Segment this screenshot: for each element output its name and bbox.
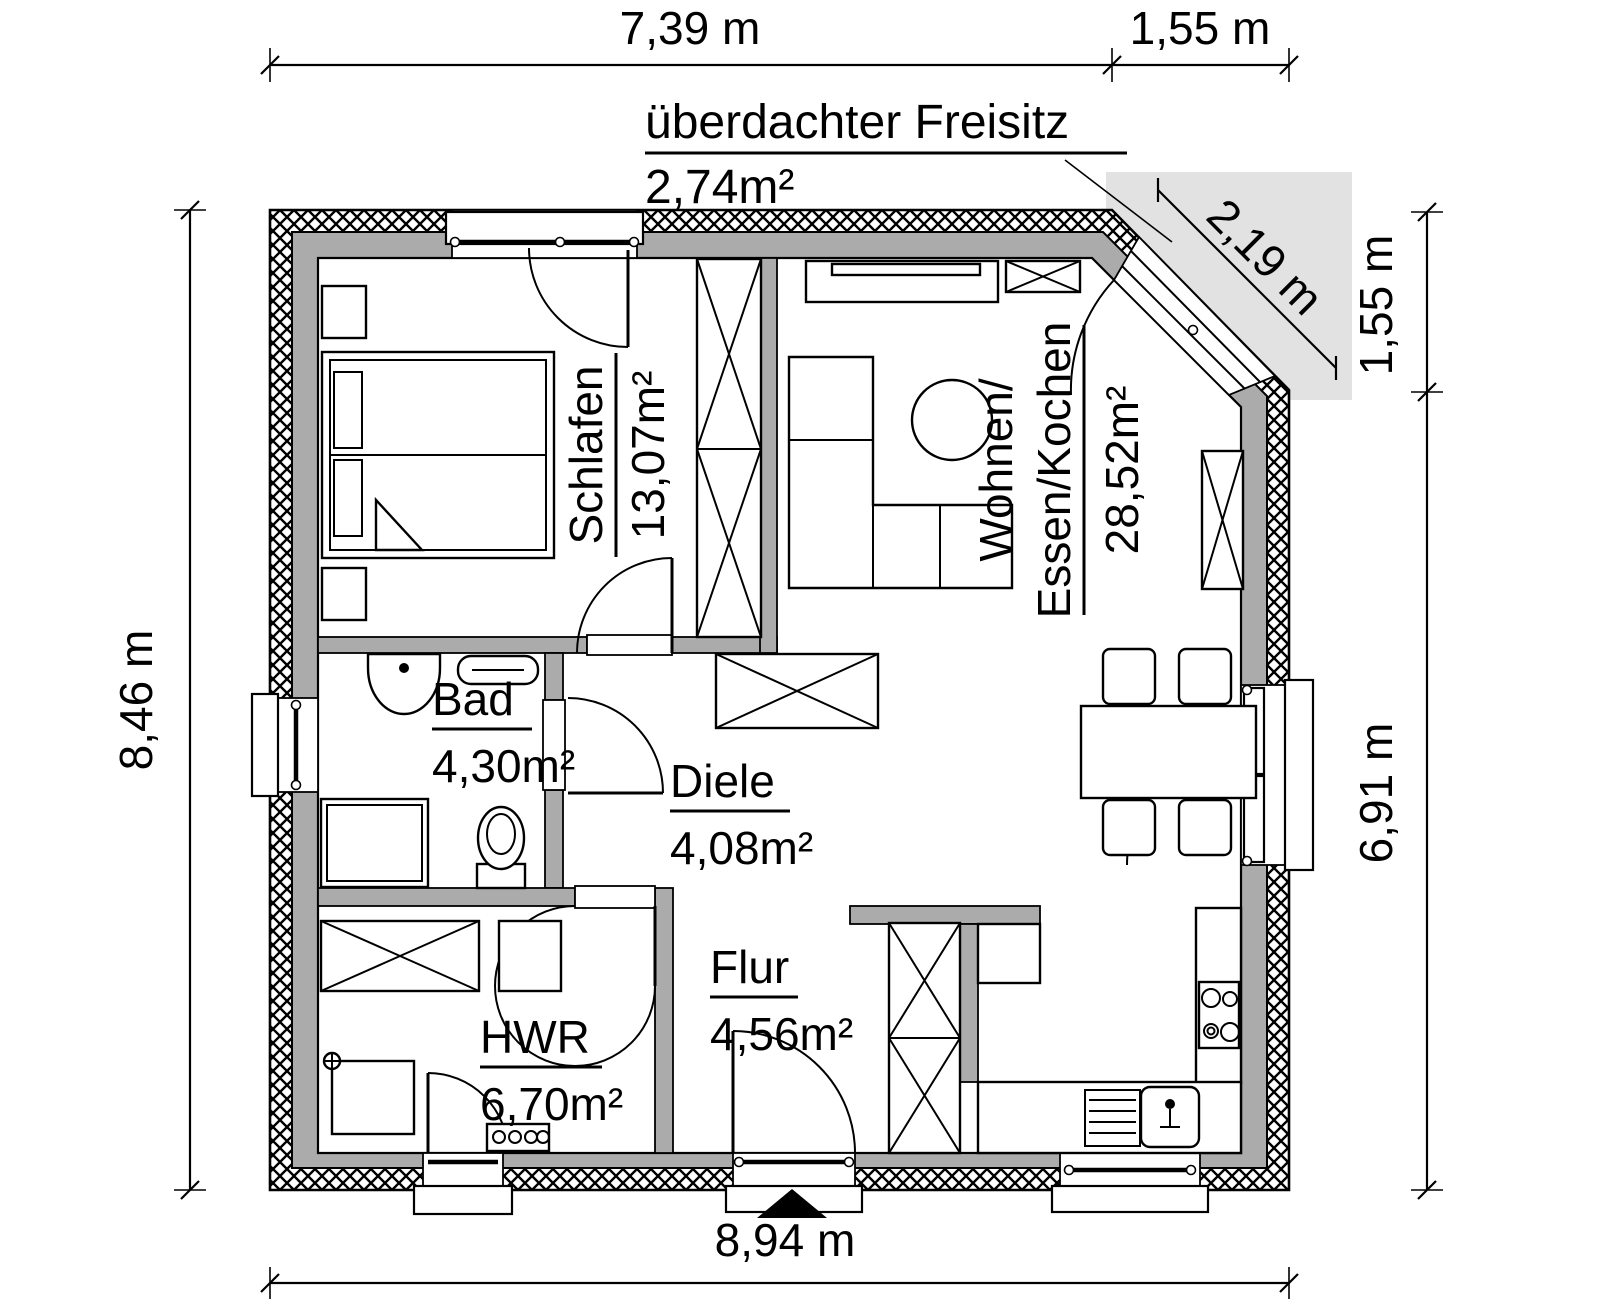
nightstand: [320, 284, 368, 340]
dim-bottom: 8,94 m: [715, 1214, 856, 1266]
room-name: HWR: [480, 1011, 590, 1063]
kitchen-window: [1050, 1152, 1210, 1214]
wall-flur-north: [849, 905, 1041, 925]
wall-kitchen-west: [959, 923, 979, 1083]
room-name: Essen/Kochen: [1028, 322, 1080, 619]
outdoor-area: 2,74m²: [645, 161, 794, 214]
kitchen-cabinet: [976, 922, 1042, 985]
freisitz-door-chamfer: [1069, 235, 1277, 397]
wardrobe: [695, 257, 763, 639]
dim-top-main: 7,39 m: [620, 2, 761, 54]
kitchen-furniture: [887, 906, 1243, 1155]
bath-furniture: [319, 652, 540, 890]
bedroom-furniture: [320, 257, 763, 639]
hwr-exterior-door: [412, 1072, 514, 1216]
outdoor-name: überdachter Freisitz: [645, 96, 1069, 149]
washbasin: [366, 652, 442, 716]
dim-left: 8,46 m: [110, 630, 162, 771]
toilet: [475, 805, 527, 890]
room-label-schlafen: Schlafen 13,07m²: [560, 353, 674, 557]
chair: [1177, 798, 1233, 857]
dim-right-corner: 1,55 m: [1350, 235, 1402, 376]
cabinet: [319, 919, 481, 993]
room-label-flur: Flur 4,56m²: [710, 941, 853, 1060]
room-name: Bad: [432, 673, 514, 725]
room-area: 13,07m²: [622, 371, 674, 540]
freezer: [497, 919, 563, 993]
sofa: [787, 355, 1014, 590]
room-label-diele: Diele 4,08m²: [670, 755, 813, 874]
living-furniture: [714, 259, 1082, 730]
cabinet: [1200, 449, 1245, 591]
coffee-table: [910, 378, 994, 462]
pillow: [333, 459, 363, 537]
room-area: 6,70m²: [480, 1078, 623, 1130]
chair: [1101, 798, 1157, 857]
tall-cabinet: [887, 921, 962, 1155]
heater: [485, 1122, 551, 1153]
wall-wardrobe-east: [759, 257, 778, 654]
room-labels: Schlafen 13,07m² Wohnen/ Essen/Kochen 28…: [432, 96, 1173, 1130]
wall-bath-east-lower: [544, 789, 564, 889]
furniture: [319, 257, 1258, 1155]
room-name: Diele: [670, 755, 775, 807]
room-label-wohnen: Wohnen/ Essen/Kochen 28,52m²: [970, 322, 1148, 619]
dining-table: [1079, 704, 1258, 800]
bath-window: [250, 692, 319, 798]
room-name: Wohnen/: [970, 378, 1022, 562]
room-label-bad: Bad 4,30m²: [432, 673, 575, 792]
room-area: 28,52m²: [1096, 386, 1148, 555]
kitchen-counter-south: [976, 1080, 1243, 1155]
nightstand: [320, 566, 368, 622]
openings: [250, 209, 1315, 1218]
wall-bath-east-upper: [544, 652, 564, 701]
dining-furniture: [1079, 449, 1258, 857]
wall-bath-south: [317, 887, 576, 907]
room-area: 4,56m²: [710, 1008, 853, 1060]
wall-flur-west: [654, 887, 674, 1154]
leader-line: [1064, 159, 1173, 243]
washing-machine: [330, 1059, 416, 1136]
shower: [319, 797, 430, 889]
sink: [1084, 1085, 1201, 1149]
bedroom-door: [576, 557, 674, 656]
room-area: 4,08m²: [670, 822, 813, 874]
cabinet: [1004, 259, 1082, 294]
room-name: Schlafen: [560, 365, 612, 544]
tv: [830, 262, 982, 277]
wall-bedroom-south-left: [317, 636, 588, 654]
room-label-hwr: HWR 6,70m²: [480, 1011, 623, 1130]
entrance-arrow: [757, 1189, 827, 1218]
chair: [1101, 647, 1157, 706]
interior-doors: [494, 557, 674, 1067]
dim-right-main: 6,91 m: [1350, 723, 1402, 864]
hwr-furniture: [319, 919, 563, 1153]
bedroom-window: [444, 209, 645, 348]
room-area: 4,30m²: [432, 740, 575, 792]
cabinet: [714, 652, 880, 730]
pillow: [333, 371, 363, 449]
cooktop: [1197, 980, 1241, 1050]
room-label-freisitz: überdachter Freisitz 2,74m²: [645, 96, 1173, 243]
blanket-fold: [374, 496, 425, 552]
room-name: Flur: [710, 941, 789, 993]
dim-top-corner: 1,55 m: [1130, 2, 1271, 54]
chair: [1177, 647, 1233, 706]
bath-door: [542, 697, 664, 795]
